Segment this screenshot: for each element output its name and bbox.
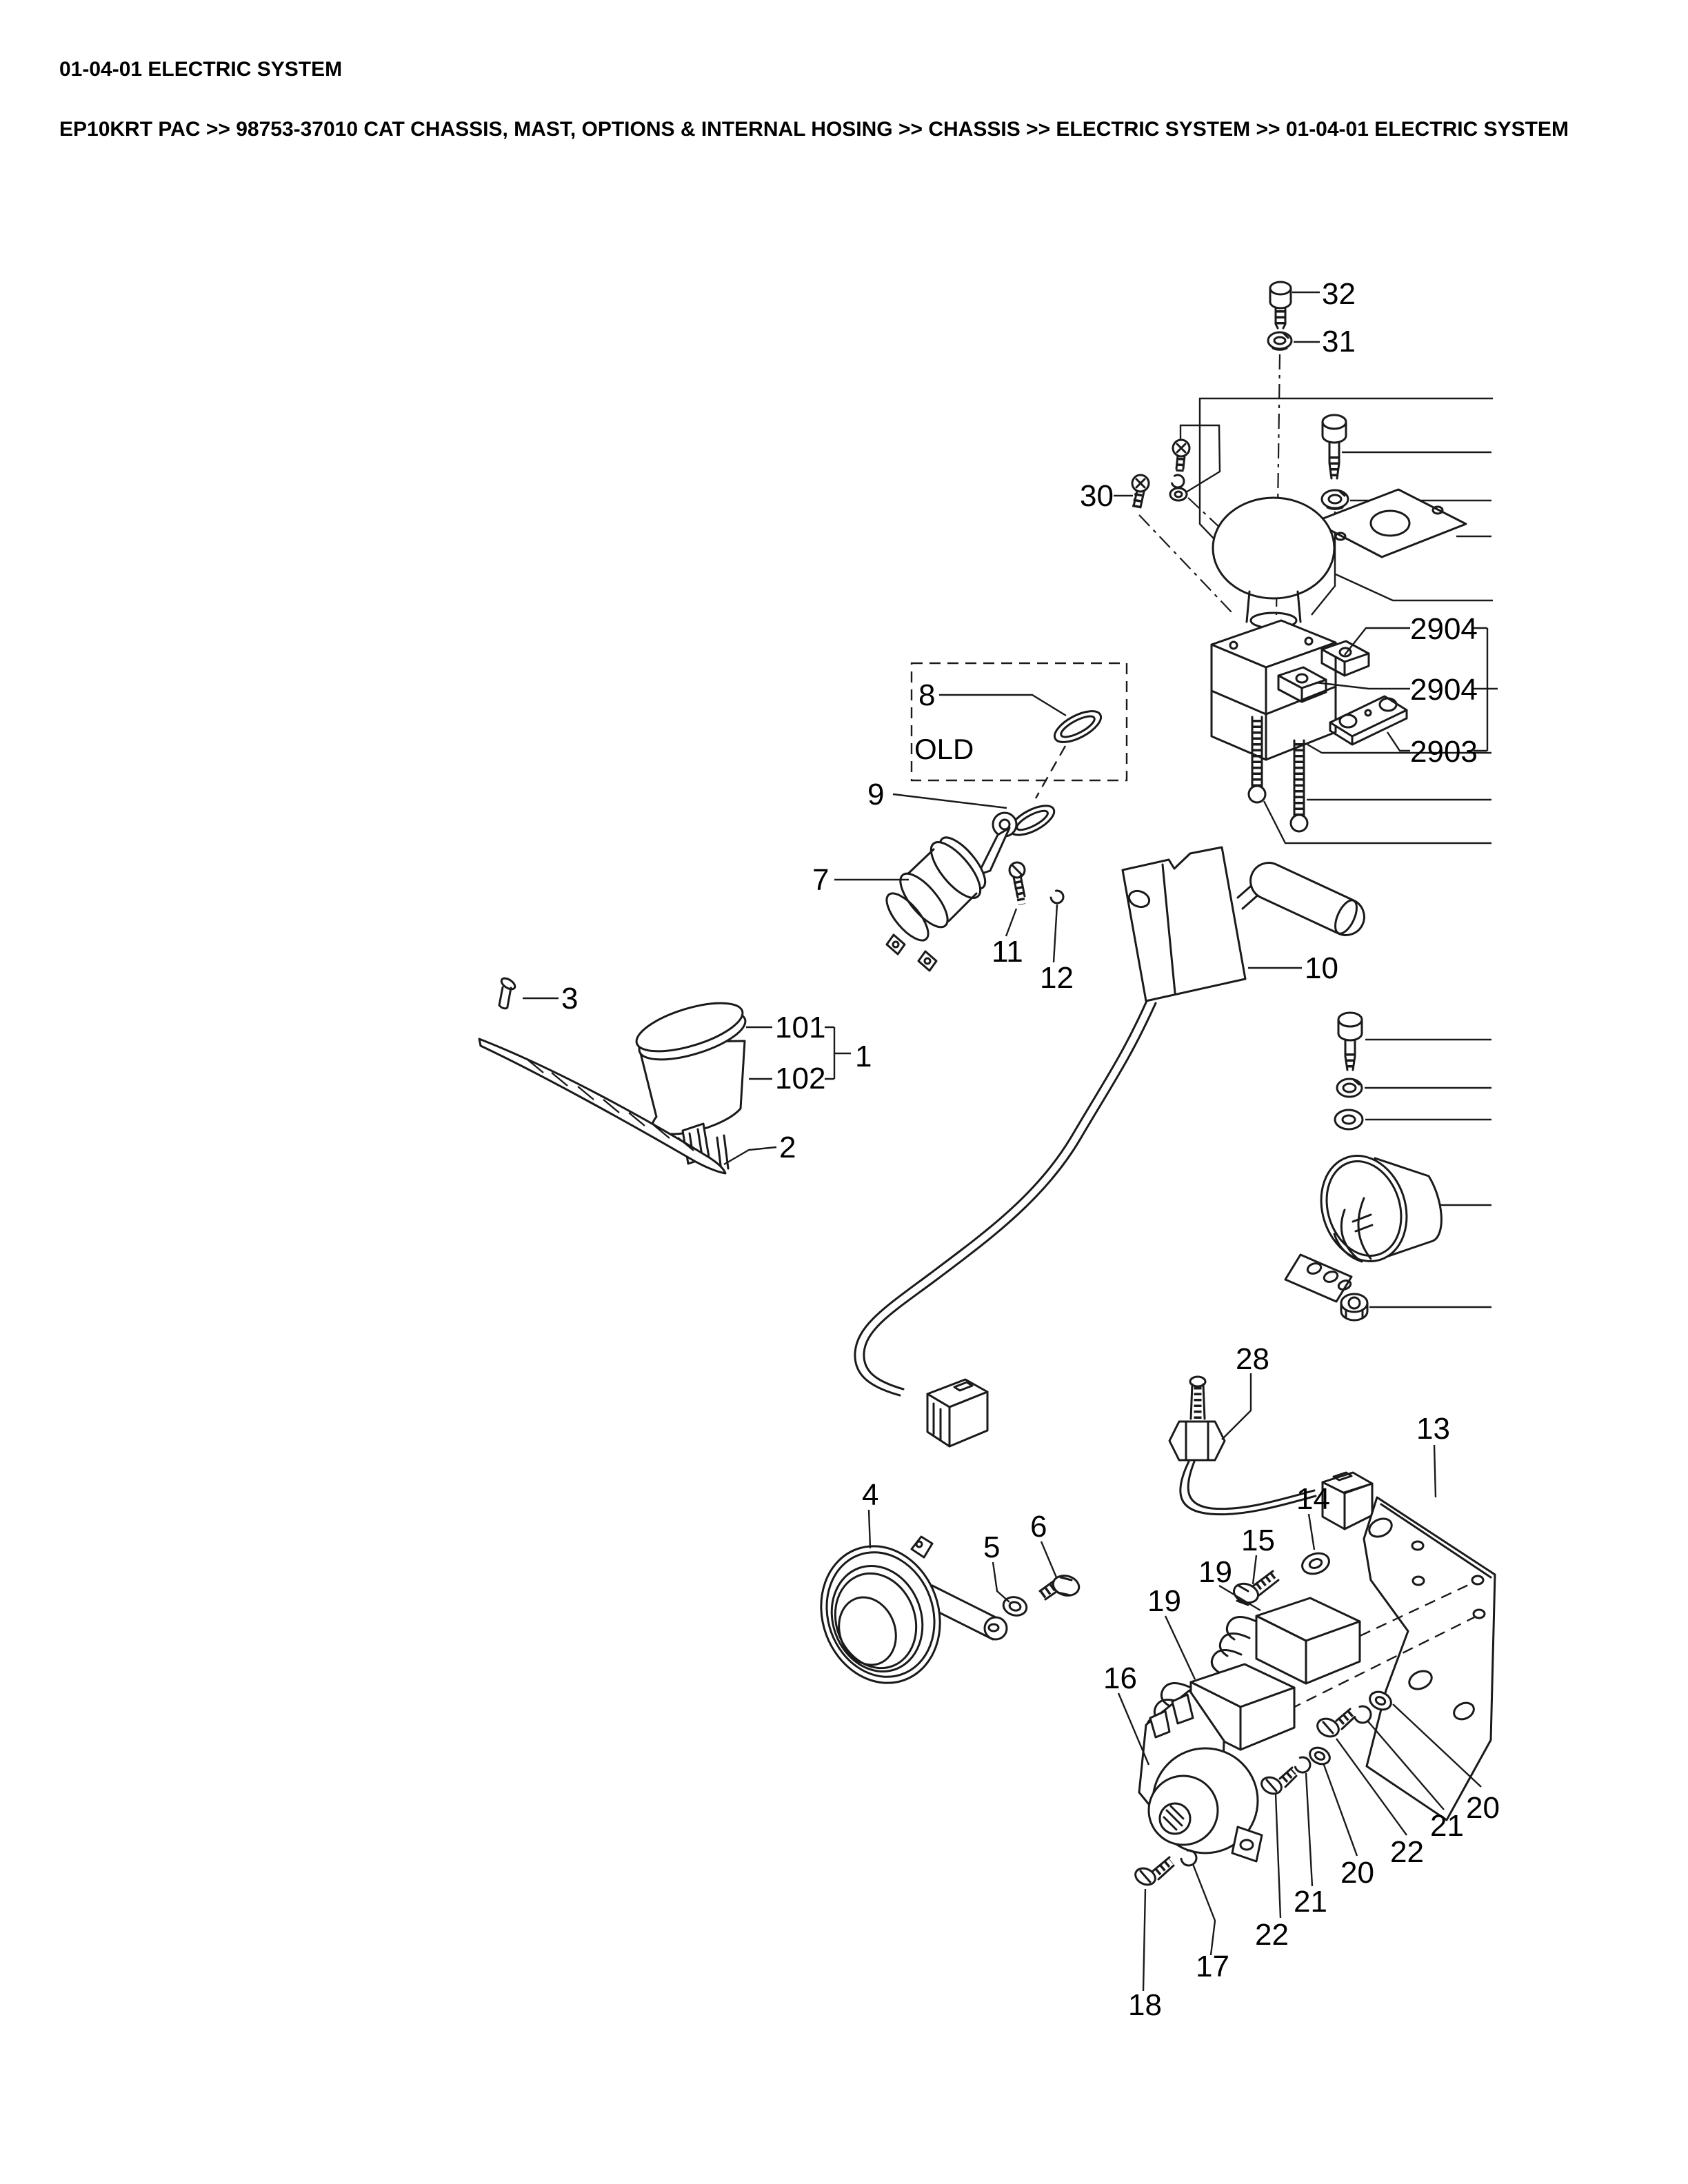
clip-17	[1180, 1849, 1216, 1956]
part-label-5: 5	[983, 1530, 1000, 1564]
part-label-19-a: 19	[1198, 1555, 1232, 1589]
lock-washer-31	[1267, 331, 1320, 351]
flat-washer-buzzer	[1334, 1109, 1364, 1131]
backup-buzzer	[1284, 1155, 1443, 1303]
cable-connector	[926, 1378, 989, 1448]
part-label-101: 101	[775, 1011, 825, 1044]
part-label-32: 32	[1322, 277, 1356, 311]
part-label-30: 30	[1080, 479, 1114, 513]
screw-30	[1114, 474, 1150, 509]
washer-14	[1301, 1513, 1330, 1575]
clip-21-lower	[1294, 1756, 1314, 1887]
screw-18	[1134, 1856, 1175, 1992]
old-box	[910, 662, 1128, 782]
hour-meter	[635, 1002, 851, 1172]
lock-washer-buzzer	[1336, 1078, 1363, 1098]
clip-12	[1049, 889, 1065, 963]
align-line	[1311, 1581, 1474, 1660]
screw-washer-group	[1169, 424, 1221, 502]
screw-22-lower	[1260, 1766, 1298, 1919]
part-label-10: 10	[1305, 951, 1338, 985]
mounting-bracket-10	[1121, 846, 1365, 1002]
part-label-11: 11	[992, 935, 1023, 969]
part-label-1: 1	[855, 1040, 872, 1073]
align-line	[1034, 745, 1067, 799]
part-label-8: 8	[918, 678, 935, 712]
horn-4	[820, 1509, 1008, 1684]
centerline	[1138, 514, 1234, 614]
pin-3	[498, 977, 559, 1010]
bolt-buzzer	[1337, 1011, 1363, 1071]
part-label-18: 18	[1128, 1988, 1162, 2022]
part-label-14: 14	[1296, 1482, 1330, 1516]
screw-11	[1005, 861, 1026, 937]
part-label-2904-a: 2904	[1410, 612, 1478, 646]
switch-body	[1210, 619, 1370, 761]
solenoid-16	[1117, 1689, 1263, 1863]
part-label-15: 15	[1241, 1524, 1275, 1557]
part-label-6: 6	[1030, 1510, 1047, 1544]
washer-5	[992, 1561, 1028, 1617]
part-label-28: 28	[1236, 1342, 1269, 1376]
long-screw-1	[1247, 716, 1267, 804]
part-labels: 32 31 30 2904 2904 2903 8 OLD 9 7 11 12 …	[561, 277, 1500, 2022]
screw-22-upper	[1316, 1708, 1407, 1836]
gasket-plate	[1313, 488, 1467, 558]
bolt-32	[1269, 281, 1320, 330]
part-label-21-r: 21	[1430, 1809, 1464, 1843]
washer-20-upper	[1369, 1690, 1482, 1788]
bolt-15	[1233, 1555, 1280, 1606]
lock-washer-right	[1320, 489, 1349, 510]
bolt-6	[1038, 1541, 1081, 1601]
wiring-cable	[854, 1000, 1157, 1397]
part-label-7: 7	[812, 863, 829, 897]
pressure-switch-28	[1168, 1373, 1374, 1530]
harness-strip-2	[478, 1038, 777, 1175]
part-label-20-r: 20	[1466, 1791, 1500, 1825]
o-ring-9	[892, 793, 1056, 836]
leaders-2904-2903	[1315, 627, 1498, 752]
part-label-16: 16	[1103, 1661, 1137, 1695]
part-label-20-l: 20	[1340, 1856, 1374, 1890]
part-label-31: 31	[1322, 325, 1356, 358]
part-label-19-b: 19	[1147, 1584, 1181, 1618]
part-label-12: 12	[1040, 961, 1074, 995]
washer-20-lower	[1309, 1746, 1358, 1857]
leader-19b	[1164, 1615, 1196, 1680]
part-label-102: 102	[775, 1062, 825, 1095]
part-label-22-r: 22	[1390, 1835, 1424, 1869]
part-label-13: 13	[1416, 1412, 1450, 1446]
part-label-2903: 2903	[1410, 735, 1478, 769]
relay-19	[1210, 1597, 1361, 1708]
part-label-2904-b: 2904	[1410, 673, 1478, 707]
mounting-plate-13	[1363, 1444, 1496, 1821]
breadcrumb[interactable]: EP10KRT PAC >> 98753-37010 CAT CHASSIS, …	[59, 118, 1569, 141]
leader-19a	[1218, 1584, 1261, 1612]
page-title: 01-04-01 ELECTRIC SYSTEM	[59, 58, 343, 81]
part-label-2: 2	[779, 1131, 796, 1164]
part-label-17: 17	[1196, 1950, 1229, 1983]
hex-nut-buzzer	[1340, 1293, 1369, 1322]
part-label-3: 3	[561, 982, 578, 1015]
part-label-9: 9	[867, 778, 884, 811]
part-label-21-l: 21	[1294, 1885, 1327, 1919]
part-label-22-l: 22	[1255, 1918, 1289, 1952]
key-switch	[834, 811, 1018, 972]
contact-plate-2903	[1329, 695, 1408, 746]
bolt-right	[1321, 414, 1347, 480]
long-screw-2	[1289, 739, 1309, 833]
part-label-4: 4	[862, 1478, 878, 1512]
clip-21-upper	[1353, 1705, 1445, 1810]
horn-button-knob	[1212, 496, 1336, 629]
old-note: OLD	[914, 733, 974, 765]
